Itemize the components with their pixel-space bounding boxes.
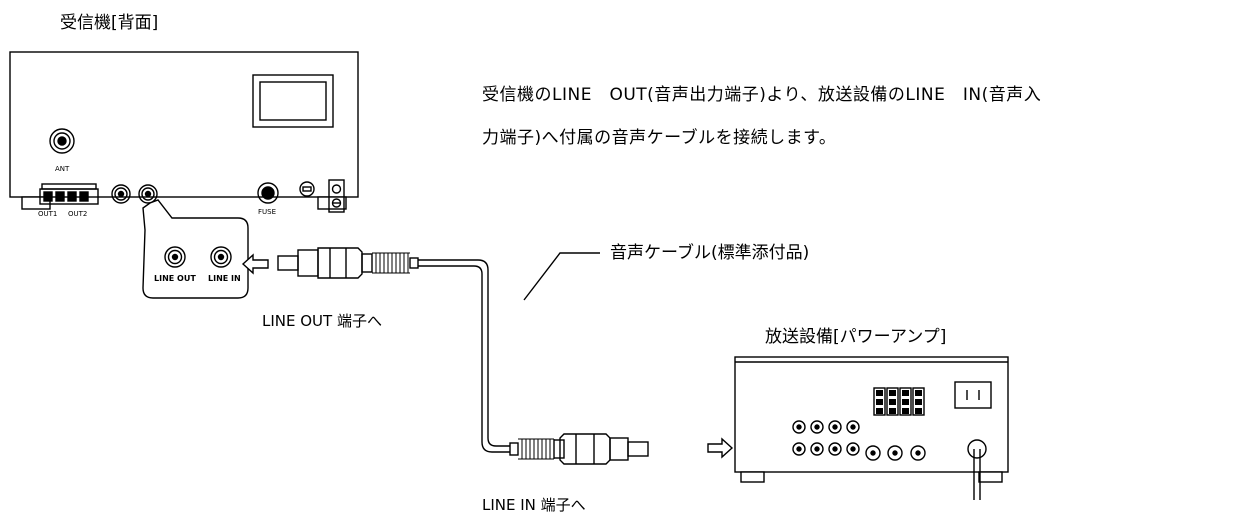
- line-in-connection-label: LINE IN 端子へ: [482, 496, 586, 514]
- panel-line-out-jack-icon: [111, 184, 131, 204]
- zoom-line-out-label: LINE OUT: [154, 274, 196, 283]
- rca-plug-left-icon: [277, 247, 419, 279]
- out2-label: OUT2: [68, 210, 87, 218]
- power-button-icon: [299, 181, 315, 197]
- line-out-connection-label: LINE OUT 端子へ: [262, 312, 382, 330]
- ac-outlet-icon: [954, 381, 992, 409]
- power-cord-icon: [967, 439, 987, 500]
- ant-connector-icon: [49, 128, 75, 154]
- description-line-2: 力端子)へ付属の音声ケーブルを接続します。: [482, 128, 837, 148]
- receiver-title: 受信機[背面]: [60, 13, 159, 33]
- amplifier-title: 放送設備[パワーアンプ]: [765, 327, 947, 347]
- ground-terminal-icon: [328, 179, 345, 213]
- terminal-block-icon: [39, 183, 99, 205]
- audio-cable: [277, 247, 649, 465]
- arrow-left-icon: [241, 253, 269, 275]
- zoom-line-in-label: LINE IN: [208, 274, 241, 283]
- speaker-terminals-icon: [873, 387, 925, 416]
- ant-label: ANT: [55, 165, 70, 173]
- amplifier-unit: [734, 356, 1009, 500]
- fuse-label: FUSE: [258, 208, 276, 216]
- arrow-right-icon: [707, 437, 734, 459]
- amplifier-input-jacks-icon: [792, 420, 860, 456]
- amplifier-knobs-icon: [865, 445, 926, 461]
- out1-label: OUT1: [38, 210, 57, 218]
- cable-label: 音声ケーブル(標準添付品): [610, 243, 810, 263]
- panel-line-in-jack-icon: [138, 184, 158, 204]
- zoom-line-in-jack-icon: [210, 246, 232, 268]
- fuse-holder-icon: [257, 182, 279, 204]
- receiver-unit: ANT OUT1 OUT2: [9, 51, 359, 218]
- zoom-line-out-jack-icon: [164, 246, 186, 268]
- zoom-callout: [142, 199, 249, 299]
- description-line-1: 受信機のLINE OUT(音声出力端子)より、放送設備のLINE IN(音声入: [482, 85, 1042, 105]
- rca-plug-right-icon: [509, 433, 649, 465]
- cable-label-leader: [523, 252, 600, 301]
- display-window: [252, 74, 334, 128]
